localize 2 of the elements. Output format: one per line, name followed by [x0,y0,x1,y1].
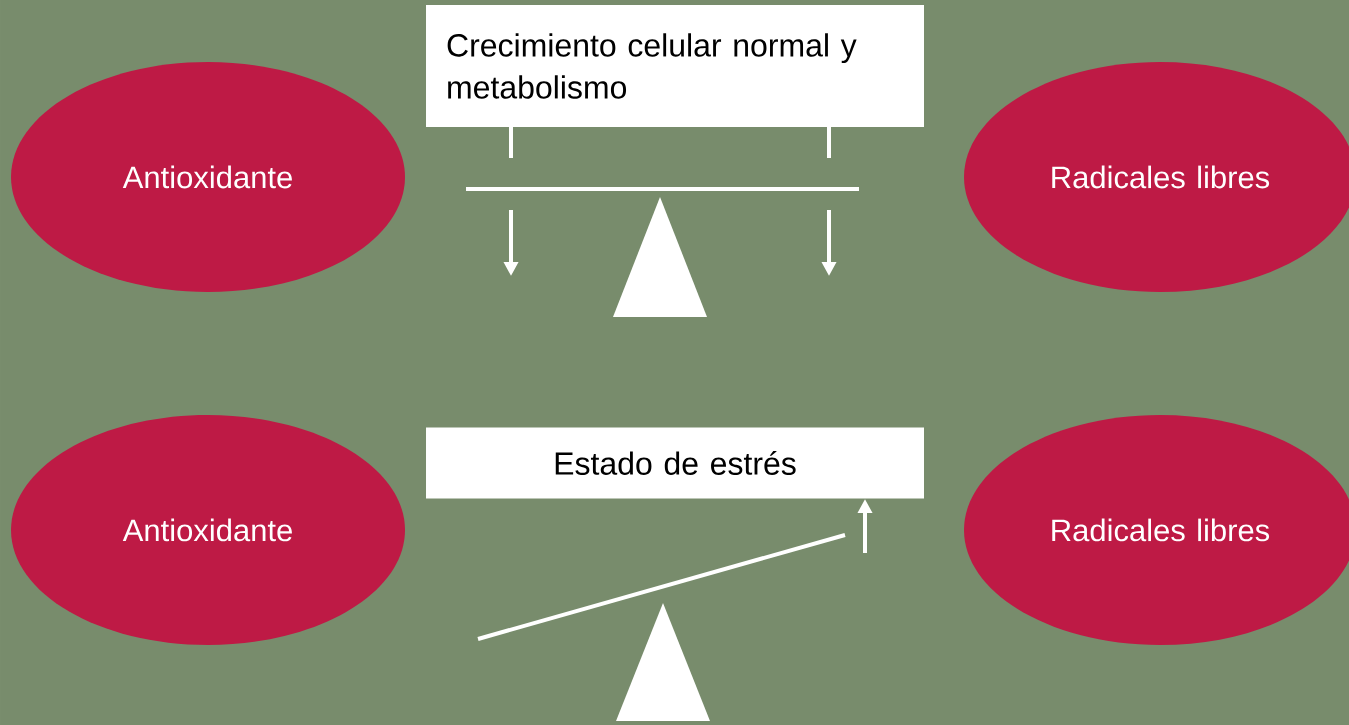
text-box: Crecimiento celular normal y metabolismo [426,5,924,127]
text-box: Estado de estrés [426,427,924,499]
